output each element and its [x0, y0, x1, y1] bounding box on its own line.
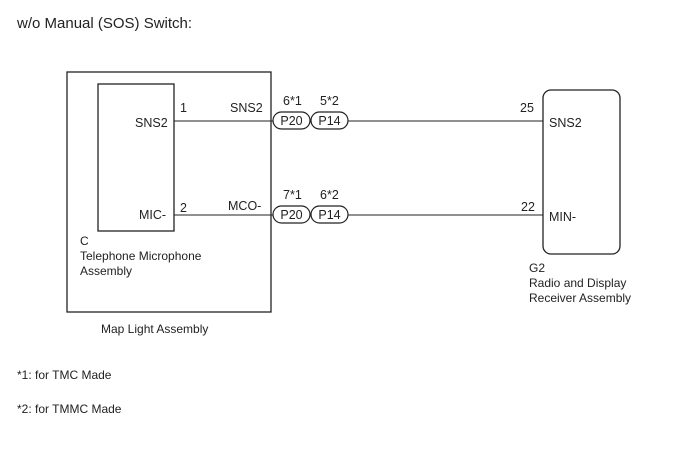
microphone-code: C [80, 234, 89, 248]
connector-p20-sns2 [272, 111, 311, 130]
connector-note-p14-sns2: 5*2 [320, 94, 339, 108]
mic-pin-number-2: 2 [180, 201, 187, 215]
map-light-assembly-label: Map Light Assembly [101, 322, 208, 336]
connector-p20-mco [272, 205, 311, 224]
footnote-2: *2: for TMMC Made [17, 402, 122, 416]
connector-p20-mco-label: P20 [280, 208, 302, 222]
footnote-1: *1: for TMC Made [17, 368, 112, 382]
wire-label-mco: MCO- [228, 199, 261, 213]
connector-note-p20-sns2: 6*1 [283, 94, 302, 108]
connector-note-p14-mco: 6*2 [320, 188, 339, 202]
receiver-pin-number-25: 25 [520, 101, 534, 115]
receiver-pin-label-min: MIN- [549, 210, 576, 224]
connector-p20-sns2-label: P20 [280, 114, 302, 128]
mic-pin-label-mic: MIC- [139, 208, 166, 222]
connector-p14-mco [310, 205, 349, 224]
receiver-pin-number-22: 22 [521, 200, 535, 214]
receiver-pin-label-sns2: SNS2 [549, 116, 582, 130]
wire-label-sns2: SNS2 [230, 101, 263, 115]
radio-receiver-box [542, 89, 621, 255]
connector-p14-mco-label: P14 [318, 208, 340, 222]
microphone-name-line2: Assembly [80, 264, 132, 278]
receiver-name-line1: Radio and Display [529, 276, 626, 290]
connector-note-p20-mco: 7*1 [283, 188, 302, 202]
microphone-name-line1: Telephone Microphone [80, 249, 202, 263]
receiver-name-line2: Receiver Assembly [529, 291, 631, 305]
mic-pin-number-1: 1 [180, 101, 187, 115]
mic-pin-label-sns2: SNS2 [135, 116, 168, 130]
connector-p14-sns2-label: P14 [318, 114, 340, 128]
connector-p14-sns2 [310, 111, 349, 130]
map-light-assembly-box [66, 71, 272, 313]
diagram-title: w/o Manual (SOS) Switch: [16, 15, 192, 32]
telephone-microphone-box [97, 83, 175, 232]
receiver-code: G2 [529, 261, 545, 275]
